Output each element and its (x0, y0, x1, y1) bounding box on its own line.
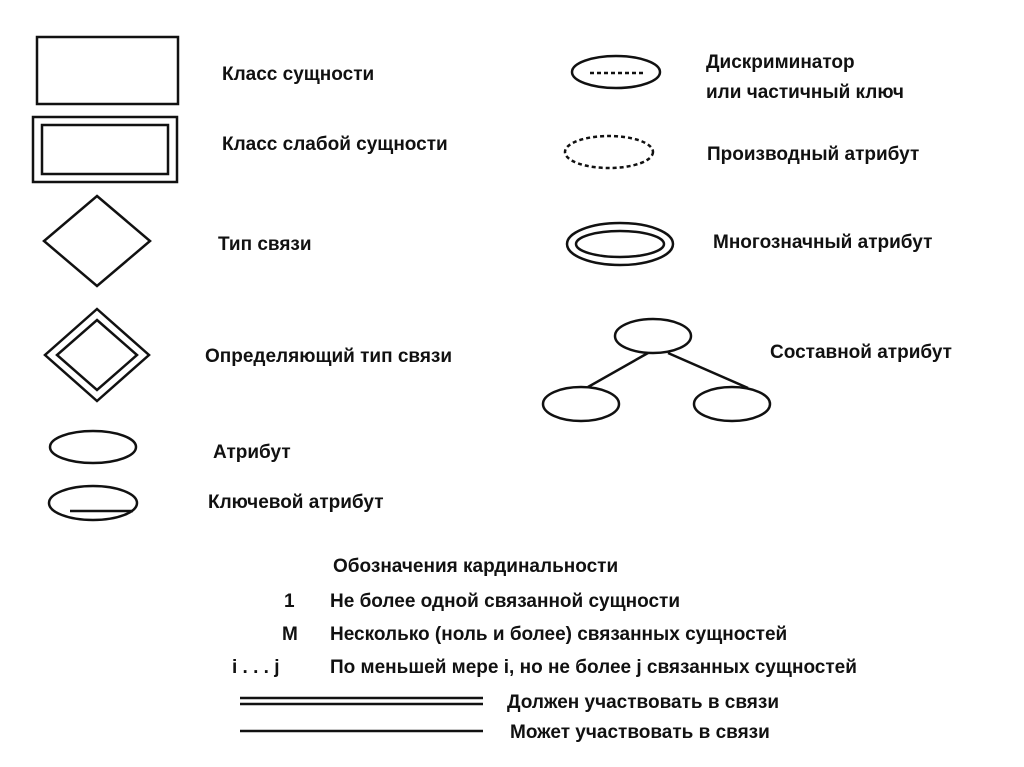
cardinality-symbol: i . . . j (232, 657, 280, 678)
relationship-symbol (42, 194, 152, 288)
entity-label: Класс сущности (222, 64, 374, 85)
cardinality-text: Несколько (ноль и более) связанных сущно… (330, 624, 787, 645)
cardinality-symbol: M (282, 624, 298, 645)
composite-attribute-symbol (541, 317, 772, 423)
must-participate-label: Должен участвовать в связи (507, 692, 779, 713)
derived-attribute-symbol (563, 134, 655, 170)
cardinality-title: Обозначения кардинальности (333, 556, 618, 577)
multivalued-attribute-label: Многозначный атрибут (713, 232, 932, 253)
weak-entity-label: Класс слабой сущности (222, 134, 448, 155)
attribute-label: Атрибут (213, 442, 291, 463)
cardinality-text: Не более одной связанной сущности (330, 591, 680, 612)
discriminator-label-line1: Дискриминатор (706, 52, 855, 73)
discriminator-symbol (570, 54, 662, 90)
cardinality-symbol: 1 (284, 591, 295, 612)
multivalued-attribute-symbol (565, 221, 675, 267)
weak-entity-symbol (31, 115, 179, 184)
relationship-label: Тип связи (218, 234, 312, 255)
derived-attribute-label: Производный атрибут (707, 144, 919, 165)
composite-attribute-label: Составной атрибут (770, 342, 952, 363)
identifying-relationship-symbol (43, 307, 151, 403)
may-participate-label: Может участвовать в связи (510, 722, 770, 743)
cardinality-text: По меньшей мере i, но не более j связанн… (330, 657, 857, 678)
key-attribute-symbol (47, 484, 139, 522)
mandatory-participation-line (240, 696, 483, 706)
attribute-symbol (48, 429, 138, 465)
discriminator-label-line2: или частичный ключ (706, 82, 904, 103)
identifying-relationship-label: Определяющий тип связи (205, 346, 452, 367)
key-attribute-label: Ключевой атрибут (208, 492, 384, 513)
entity-symbol (35, 35, 180, 106)
